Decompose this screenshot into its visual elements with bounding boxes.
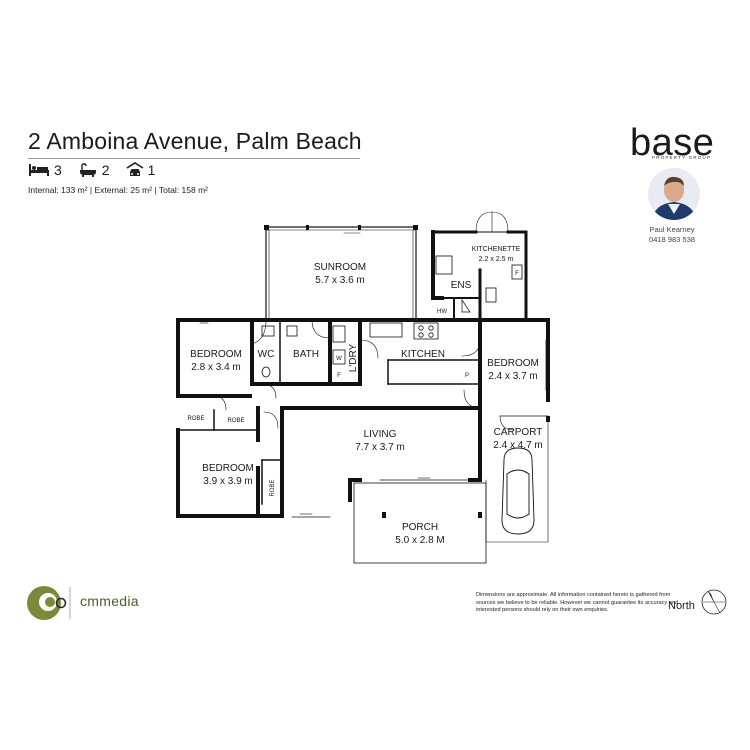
fridge-label-kitchenette: F — [515, 271, 519, 277]
car-icon — [126, 162, 144, 176]
property-stats: 3 2 1 — [28, 162, 165, 178]
cars-stat: 1 — [126, 162, 156, 178]
kitchenette-walls — [431, 211, 528, 322]
baths-count: 2 — [101, 162, 110, 178]
porch-name: PORCH — [402, 522, 438, 533]
bath-icon — [79, 163, 96, 177]
pantry-label: P — [465, 373, 469, 379]
fridge-label-laundry: F — [337, 373, 341, 379]
agent-avatar — [648, 168, 700, 220]
bath-label: BATH — [293, 349, 319, 360]
robe-label-2: ROBE — [227, 418, 244, 424]
living-name: LIVING — [364, 429, 397, 440]
carport-name: CARPORT — [494, 427, 543, 438]
cmmedia-logo-icon — [27, 586, 71, 620]
kitchenette-name: KITCHENETTE — [472, 246, 521, 253]
kitchenette-size: 2.2 x 2.5 m — [479, 256, 514, 263]
agency-tagline: PROPERTY GROUP — [652, 155, 712, 160]
ldry-label: L'DRY — [348, 343, 359, 372]
bedroom3-size: 3.9 x 3.9 m — [203, 476, 252, 487]
hw-label: HW — [437, 309, 447, 315]
carport-size: 2.4 x 4.7 m — [493, 440, 542, 451]
robe-label-3: ROBE — [270, 479, 276, 496]
baths-stat: 2 — [78, 162, 110, 178]
beds-stat: 3 — [28, 162, 62, 178]
north-label: North — [668, 600, 695, 612]
bedroom1-name: BEDROOM — [190, 349, 242, 360]
porch-size: 5.0 x 2.8 M — [395, 535, 444, 546]
robe-label-1: ROBE — [187, 416, 204, 422]
property-address: 2 Amboina Avenue, Palm Beach — [28, 128, 362, 154]
bedroom1-size: 2.8 x 3.4 m — [191, 362, 240, 373]
porch-outline — [353, 482, 487, 564]
compass-icon — [701, 589, 727, 615]
cars-count: 1 — [147, 162, 156, 178]
kitchen-label: KITCHEN — [401, 349, 445, 360]
agent-name: Paul Kearney — [649, 225, 695, 234]
bedroom2-size: 2.4 x 3.7 m — [488, 371, 537, 382]
wc-label: WC — [258, 349, 275, 360]
ens-label: ENS — [451, 280, 472, 291]
sunroom-size: 5.7 x 3.6 m — [315, 275, 364, 286]
agent-phone: 0418 983 538 — [649, 235, 695, 244]
area-summary: Internal: 133 m² | External: 25 m² | Tot… — [28, 185, 209, 195]
bedroom2-name: BEDROOM — [487, 358, 539, 369]
title-divider — [28, 158, 360, 159]
slide-arrows — [199, 232, 431, 515]
windows — [177, 319, 547, 518]
bedroom3-name: BEDROOM — [202, 463, 254, 474]
disclaimer-text: Dimensions are approximate. All informat… — [476, 592, 679, 614]
car-outline — [501, 447, 535, 535]
sunroom-walls — [264, 225, 418, 322]
kitchen-fixtures — [261, 322, 439, 378]
beds-count: 3 — [54, 162, 62, 178]
room-labels: SUNROOM 5.7 x 3.6 m KITCHENETTE 2.2 x 2.… — [187, 246, 542, 546]
agency-logo: base — [630, 122, 715, 164]
door-swings — [213, 319, 515, 431]
bed-icon — [29, 164, 49, 176]
living-size: 7.7 x 3.7 m — [355, 442, 404, 453]
sunroom-name: SUNROOM — [314, 262, 366, 273]
interior-walls — [177, 319, 549, 543]
cmmedia-brand: cmmedia — [80, 593, 139, 609]
washer-label: W — [336, 356, 342, 362]
